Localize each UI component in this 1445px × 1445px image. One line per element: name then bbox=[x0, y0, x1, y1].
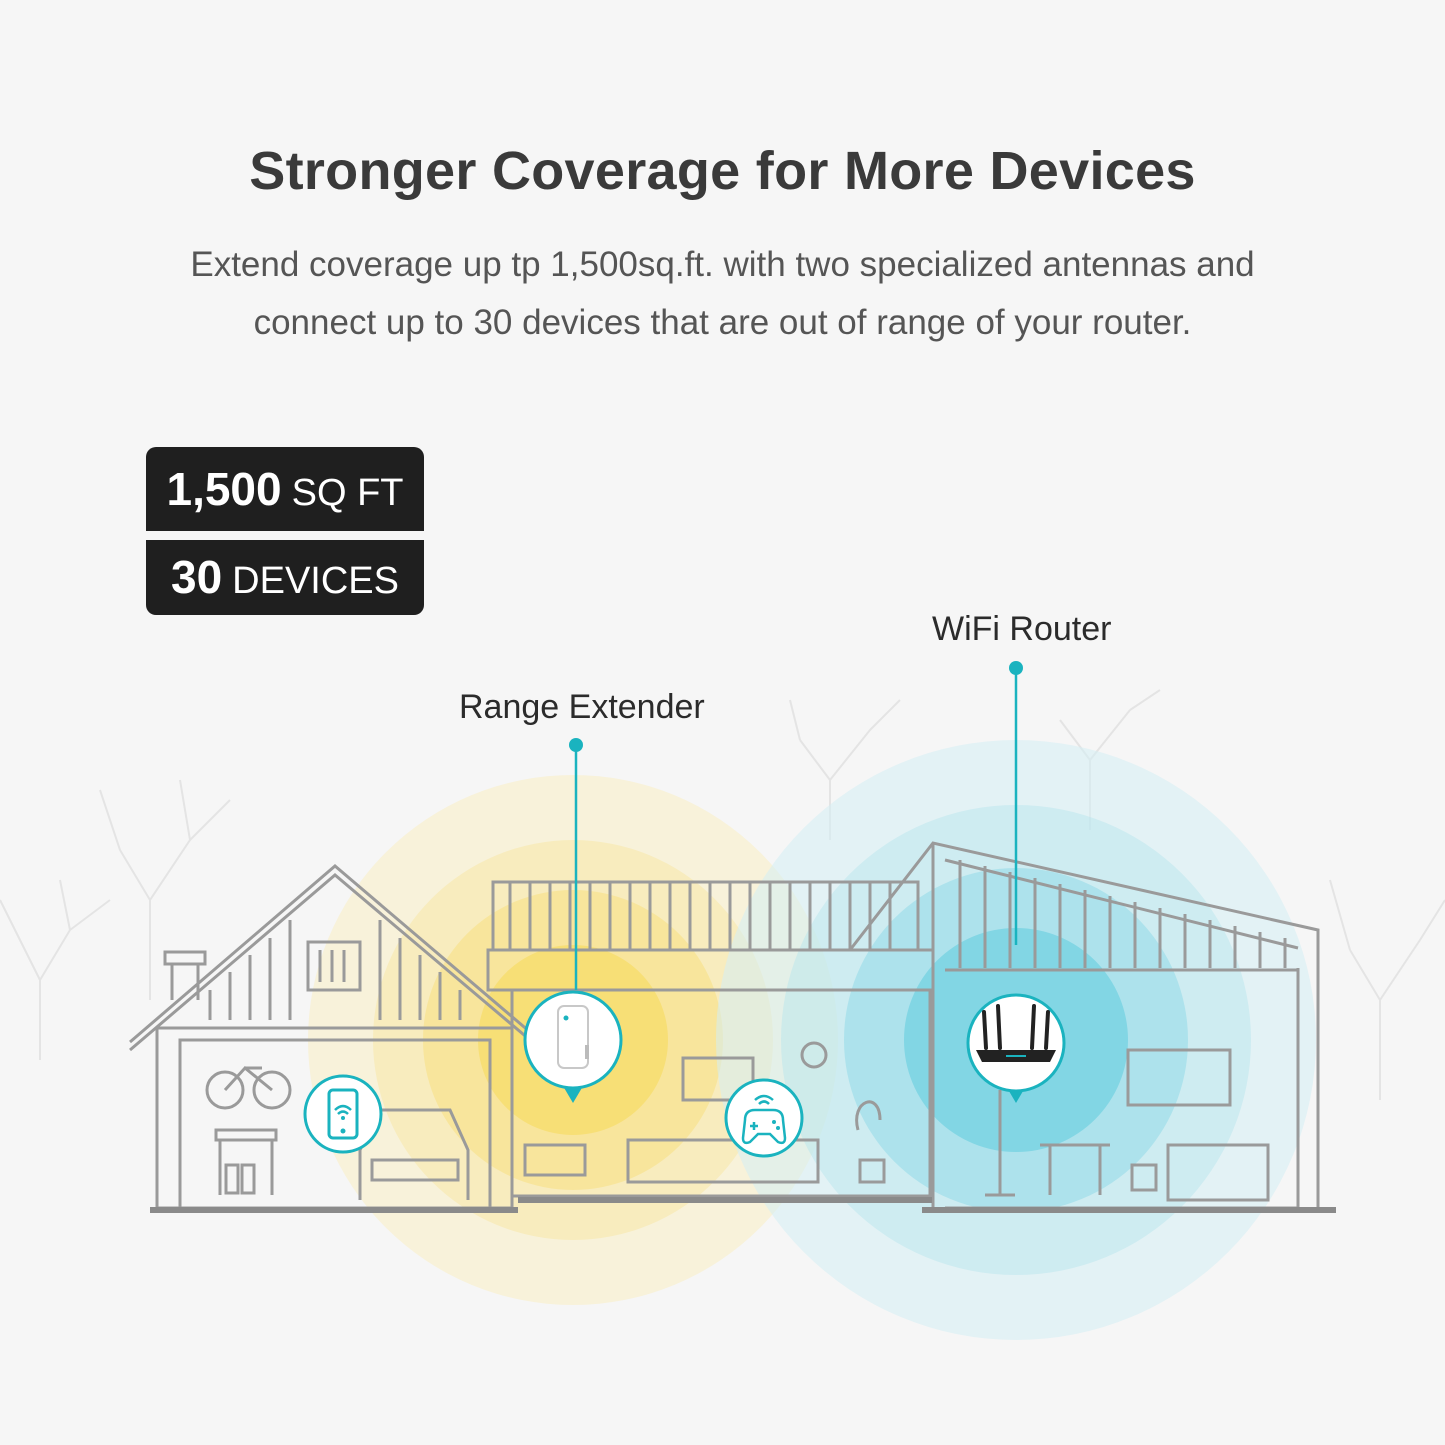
phone-wifi-icon bbox=[303, 1074, 383, 1154]
router-pointer bbox=[1009, 661, 1023, 945]
extender-pointer bbox=[569, 738, 583, 990]
subtitle-line-1: Extend coverage up tp 1,500sq.ft. with t… bbox=[190, 245, 1255, 284]
subtitle-line-2: connect up to 30 devices that are out of… bbox=[253, 303, 1192, 342]
ground-line bbox=[150, 1197, 1336, 1213]
gamepad-wifi-icon bbox=[724, 1078, 804, 1158]
coverage-value: 1,500 bbox=[166, 463, 282, 515]
range-extender-device-icon bbox=[523, 990, 623, 1103]
devices-value: 30 bbox=[171, 551, 223, 603]
coverage-stat: 1,500 SQ FT bbox=[146, 447, 424, 531]
devices-unit: DEVICES bbox=[232, 560, 399, 602]
devices-stat: 30 DEVICES bbox=[146, 540, 424, 615]
page-title: Stronger Coverage for More Devices bbox=[249, 141, 1196, 201]
coverage-unit: SQ FT bbox=[291, 472, 404, 514]
stats-box: 1,500 SQ FT 30 DEVICES bbox=[146, 447, 424, 615]
wifi-router-device-icon bbox=[966, 993, 1066, 1103]
range-extender-label: Range Extender bbox=[459, 688, 705, 726]
background-trees bbox=[0, 689, 1445, 1100]
wifi-router-label: WiFi Router bbox=[932, 610, 1112, 648]
page-subtitle: Extend coverage up tp 1,500sq.ft. with t… bbox=[100, 236, 1345, 352]
